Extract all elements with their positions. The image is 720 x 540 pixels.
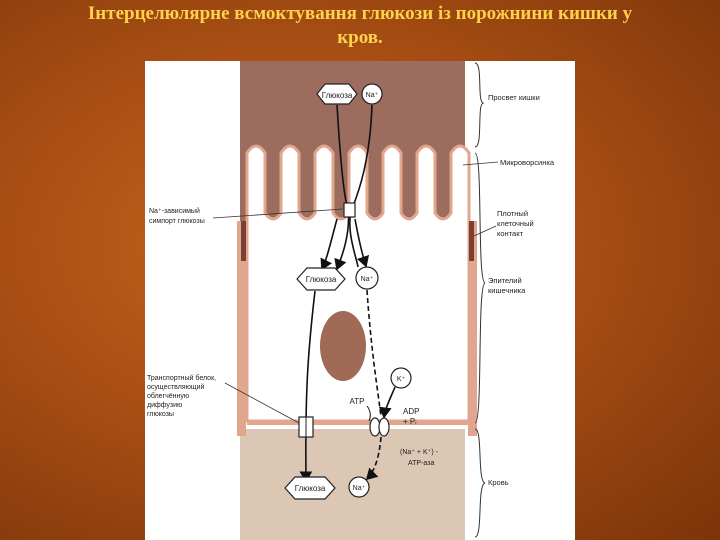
potassium-icon [390,367,412,389]
glucose-diffusion-arrow [299,290,316,483]
pump-subunit-right [378,417,390,437]
microvilli-pointer [462,161,499,166]
glucose-blood-label: Глюкоза [295,484,326,493]
epithelium-bracket [474,152,487,424]
diagram-panel: Глюкоза Na⁺ Глюкоза Na⁺ K⁺ ATP ADP + Pᵢ [145,61,575,540]
sodium-lumen-label: Na⁺ [366,92,379,99]
sodium-cytoplasm-label: Na⁺ [361,276,374,283]
label-microvilli: Микроворсинка [500,158,555,167]
blood-bracket [474,428,486,538]
label-symport-line-2: симпорт глюкозы [149,218,205,225]
atp-label: ATP [350,397,365,406]
left-cell-membrane [237,221,246,436]
tight-junction-left [241,221,246,261]
label-epithelium-line-2: кишечника [488,286,526,295]
sodium-exit-arrow [365,436,382,481]
transporter-pointer [224,382,300,424]
label-tight-junction-line-2: клеточный [497,219,534,228]
label-blood: Кровь [488,478,509,487]
slide-title-line-2: кров. [337,27,383,48]
right-cell-membrane [468,221,477,436]
cell-nucleus [320,311,366,381]
atpase-label-line-1: (Na⁺ + K⁺) - [400,449,439,456]
slide-title-line-1: Інтерцелюлярне всмоктування глюкози із п… [87,3,633,24]
glucose-cytoplasm-arrow [320,218,338,271]
adp-label: ADP [403,407,419,416]
glucose-blood-icon [284,476,336,500]
slide-title: Інтерцелюлярне всмоктування глюкози із п… [0,2,720,50]
sodium-to-pump-path [366,289,382,418]
label-transporter-line-5: глюкозы [147,411,174,418]
glucose-absorption-diagram: Глюкоза Na⁺ Глюкоза Na⁺ K⁺ ATP ADP + Pᵢ [147,61,555,540]
label-lumen: Просвет кишки [488,93,540,102]
atp-arrow [366,405,371,422]
label-symport-line-1: Na⁺-зависимый [149,207,200,215]
sodium-blood-icon [348,476,370,498]
label-tight-junction-line-1: Плотный [497,209,528,218]
label-transporter-line-4: диффузию [147,402,182,409]
symporter-protein [343,202,356,218]
pi-label: + Pᵢ [403,417,417,426]
symport-pointer [212,208,344,219]
tight-junction-pointer [473,225,497,237]
sodium-blood-label: Na⁺ [353,485,366,492]
atpase-label-line-2: ATP-аза [408,460,434,467]
sodium-lumen-icon [361,83,383,105]
potassium-arrow [378,386,396,419]
lumen-bracket [474,62,485,148]
glucose-lumen-label: Глюкоза [322,91,353,100]
sodium-cytoplasm-icon [355,266,379,290]
label-tight-junction-line-3: контакт [497,229,524,238]
label-transporter-line-2: осуществляющий [147,383,205,391]
sodium-cytoplasm-arrow [354,218,370,268]
glucose-cytoplasm-icon [296,267,346,291]
glucose-lumen-icon [316,83,358,105]
potassium-label: K⁺ [397,376,406,383]
glucose-cytoplasm-label: Глюкоза [306,275,337,284]
tight-junction-right [469,221,474,261]
label-transporter-line-3: облегчённую [147,392,189,400]
label-transporter-line-1: Транспортный белок, [147,374,216,382]
label-epithelium-line-1: Эпителий [488,276,522,285]
